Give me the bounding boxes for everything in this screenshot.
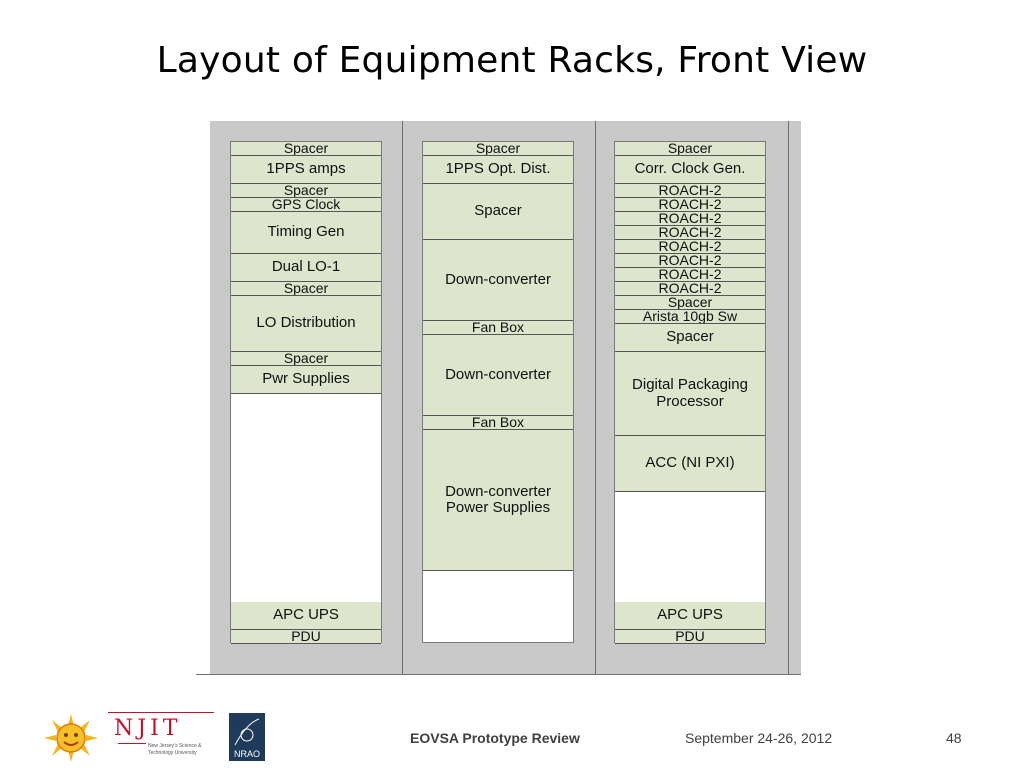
rack-1-slot: Spacer <box>231 184 381 198</box>
footer-presentation-title: EOVSA Prototype Review <box>410 730 580 746</box>
rack-3-slot: Corr. Clock Gen. <box>615 156 765 184</box>
rack-3-slot: ROACH-2 <box>615 212 765 226</box>
rack-1-slot: Timing Gen <box>231 212 381 254</box>
rack-2-slot: Down-converter <box>423 240 573 321</box>
rack-1-slot: APC UPS <box>231 602 381 630</box>
njit-logo: NJIT New Jersey's Science & Technology U… <box>108 712 214 763</box>
rack-divider <box>402 121 403 674</box>
rack-3-slot: APC UPS <box>615 602 765 630</box>
rack-divider <box>595 121 596 674</box>
rack-1-slot: GPS Clock <box>231 198 381 212</box>
rack-1-slot: PDU <box>231 630 381 644</box>
nrao-letters: NRAO <box>233 749 260 759</box>
rack-3-slot: ROACH-2 <box>615 226 765 240</box>
rack-1-slot: Spacer <box>231 282 381 296</box>
nrao-logo: NRAO <box>229 713 265 761</box>
rack-1-slot: 1PPS amps <box>231 156 381 184</box>
rack-3-slot: ROACH-2 <box>615 254 765 268</box>
njit-subtitle-1: New Jersey's Science & <box>148 743 202 749</box>
slide-title: Layout of Equipment Racks, Front View <box>156 40 868 81</box>
rack-1-slot: Dual LO-1 <box>231 254 381 282</box>
rack-1-slot: Pwr Supplies <box>231 366 381 394</box>
njit-subtitle-2: Technology University <box>148 750 197 756</box>
rack-3-slot: ROACH-2 <box>615 184 765 198</box>
floor-line <box>196 674 801 675</box>
rack-3-slot: Spacer <box>615 296 765 310</box>
sun-logo <box>44 714 98 762</box>
rack-3-slot: ROACH-2 <box>615 198 765 212</box>
footer-date: September 24-26, 2012 <box>685 730 833 746</box>
rack-divider <box>788 121 789 674</box>
rack-3-slot: ROACH-2 <box>615 268 765 282</box>
rack-2-slot: Spacer <box>423 184 573 240</box>
footer-page-number: 48 <box>946 730 962 746</box>
rack-3-slot: Spacer <box>615 142 765 156</box>
rack-3-slot: ACC (NI PXI) <box>615 436 765 492</box>
rack-2-slot: Spacer <box>423 142 573 156</box>
rack-2-slot: 1PPS Opt. Dist. <box>423 156 573 184</box>
rack-2-slot: Down-converter Power Supplies <box>423 430 573 571</box>
rack-3-slot: Digital Packaging Processor <box>615 352 765 436</box>
rack-2-slot: Fan Box <box>423 416 573 430</box>
rack-1-slot: Spacer <box>231 352 381 366</box>
rack-3-slot: Spacer <box>615 324 765 352</box>
rack-1-slot: Spacer <box>231 142 381 156</box>
rack-2-slot: Fan Box <box>423 321 573 335</box>
rack-3-slot: PDU <box>615 630 765 644</box>
rack-3-slot: ROACH-2 <box>615 282 765 296</box>
rack-2-slot: Down-converter <box>423 335 573 416</box>
rack-3-slot: Arista 10gb Sw <box>615 310 765 324</box>
njit-letters: NJIT <box>114 716 182 741</box>
rack-3-slot: ROACH-2 <box>615 240 765 254</box>
rack-1-slot: LO Distribution <box>231 296 381 352</box>
